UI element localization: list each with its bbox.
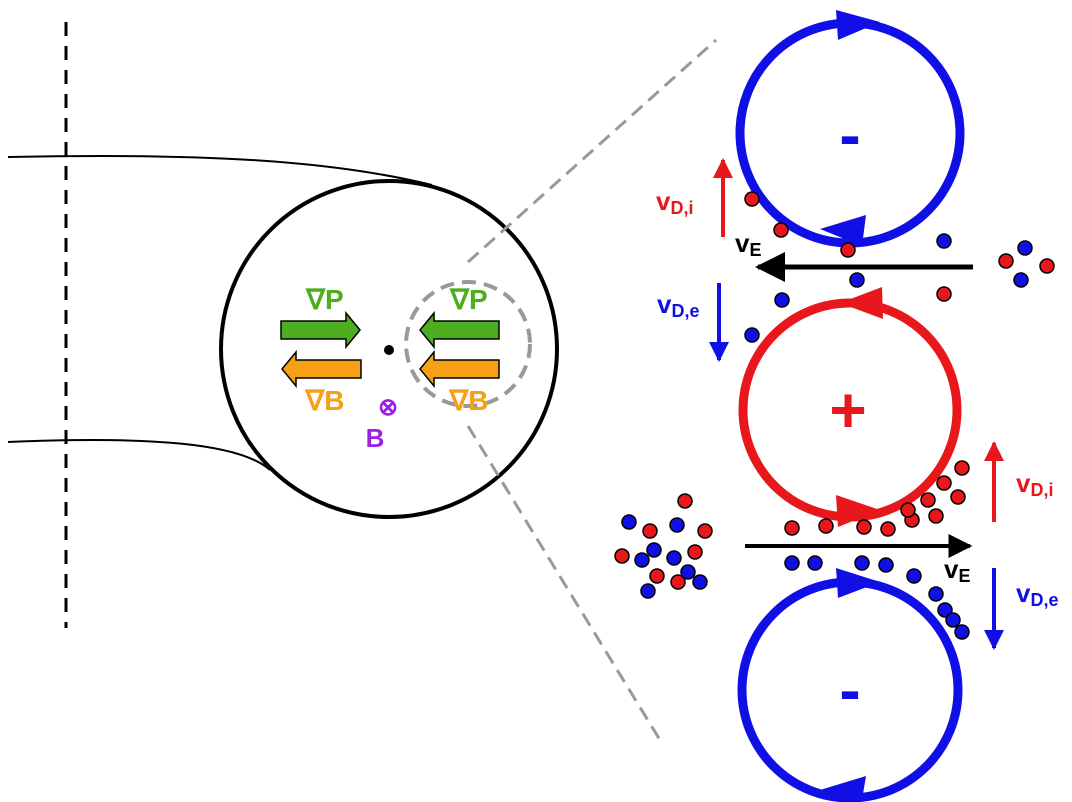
field-gradient-arrow-left (281, 349, 362, 389)
ion-particle (936, 286, 952, 302)
ion-particle (900, 502, 916, 518)
ion-drift-label-lower: vD,i (1016, 468, 1053, 500)
electron-particle (784, 555, 800, 571)
ion-particle (1039, 258, 1055, 274)
positive-sign-middle: + (829, 374, 866, 446)
electron-particle (936, 233, 952, 249)
flux-tube-upper-edge (7, 154, 433, 186)
flux-tube-panel: ∇P ∇B ∇P ∇B ⊗ B (7, 22, 718, 741)
zoom-guide-upper (466, 38, 718, 264)
particles-upper (744, 191, 1055, 343)
electron-particle (744, 327, 760, 343)
ion-particle (950, 489, 966, 505)
vortex-panel: - + - vD,i vD,e vE vD,i vD,e vE (614, 10, 1058, 802)
field-gradient-arrow-right (419, 349, 500, 389)
electron-particle (621, 514, 637, 530)
electron-drift-label-upper: vD,e (657, 289, 699, 321)
ion-particle (856, 519, 872, 535)
zoom-region-circle (404, 280, 532, 408)
electron-particle (774, 292, 790, 308)
ion-particle (614, 548, 630, 564)
vortex-middle-arrowhead-upper (840, 287, 883, 319)
electron-particle (640, 583, 656, 599)
vortex-bottom-arrowhead-upper (836, 568, 880, 598)
field-label: B (366, 423, 385, 453)
flux-tube-lower-edge (7, 439, 271, 471)
ion-particle (744, 191, 760, 207)
ion-particle (642, 523, 658, 539)
exb-drift-label-lower: vE (944, 554, 970, 586)
electron-particle (1017, 240, 1033, 256)
vortex-top-arrowhead-upper (836, 10, 880, 40)
electron-particle (666, 550, 682, 566)
electron-particle (954, 624, 970, 640)
ion-particle (784, 520, 800, 536)
electron-particle (1013, 272, 1029, 288)
field-into-page-icon: ⊗ (378, 394, 398, 421)
ion-particle (954, 460, 970, 476)
ion-particle (670, 574, 686, 590)
vortex-bottom-arrowhead-lower (820, 776, 866, 800)
ion-particle (920, 492, 936, 508)
ion-particle (687, 544, 703, 560)
particles-lower (614, 460, 970, 640)
ion-particle (697, 523, 713, 539)
zoom-guide-lower (466, 425, 662, 741)
field-gradient-label-right: ∇B (449, 385, 489, 416)
ion-drift-label-upper: vD,i (656, 186, 693, 218)
ion-particle (936, 475, 952, 491)
field-gradient-label-left: ∇B (305, 385, 345, 416)
ion-particle (649, 568, 665, 584)
pressure-gradient-label-right: ∇P (449, 284, 487, 315)
electron-particle (692, 574, 708, 590)
ion-particle (677, 493, 693, 509)
pressure-gradient-arrow-left (280, 310, 361, 350)
electron-particle (807, 555, 823, 571)
electron-particle (878, 557, 894, 573)
negative-sign-top: - (839, 99, 860, 171)
pressure-gradient-arrow-right (419, 310, 500, 350)
ion-particle (818, 518, 834, 534)
electron-drift-label-lower: vD,e (1016, 578, 1058, 610)
pressure-gradient-label-left: ∇P (305, 284, 343, 315)
electron-particle (646, 542, 662, 558)
ion-particle (880, 521, 896, 537)
exb-drift-label-upper: vE (735, 228, 761, 260)
ion-particle (998, 253, 1014, 269)
center-dot (384, 345, 394, 355)
vortex-middle-arrowhead-lower (836, 495, 880, 527)
ion-particle (840, 242, 856, 258)
negative-sign-bottom: - (839, 654, 860, 726)
electron-particle (680, 564, 696, 580)
ion-particle (773, 222, 789, 238)
electron-particle (634, 552, 650, 568)
flux-tube-cross-section (219, 179, 559, 519)
electron-particle (945, 612, 961, 628)
electron-particle (669, 517, 685, 533)
electron-particle (854, 555, 870, 571)
electron-particle (937, 602, 953, 618)
ion-particle (928, 508, 944, 524)
electron-particle (928, 586, 944, 602)
electron-particle (849, 272, 865, 288)
electron-particle (906, 568, 922, 584)
vortex-top-arrowhead-lower (820, 215, 866, 246)
